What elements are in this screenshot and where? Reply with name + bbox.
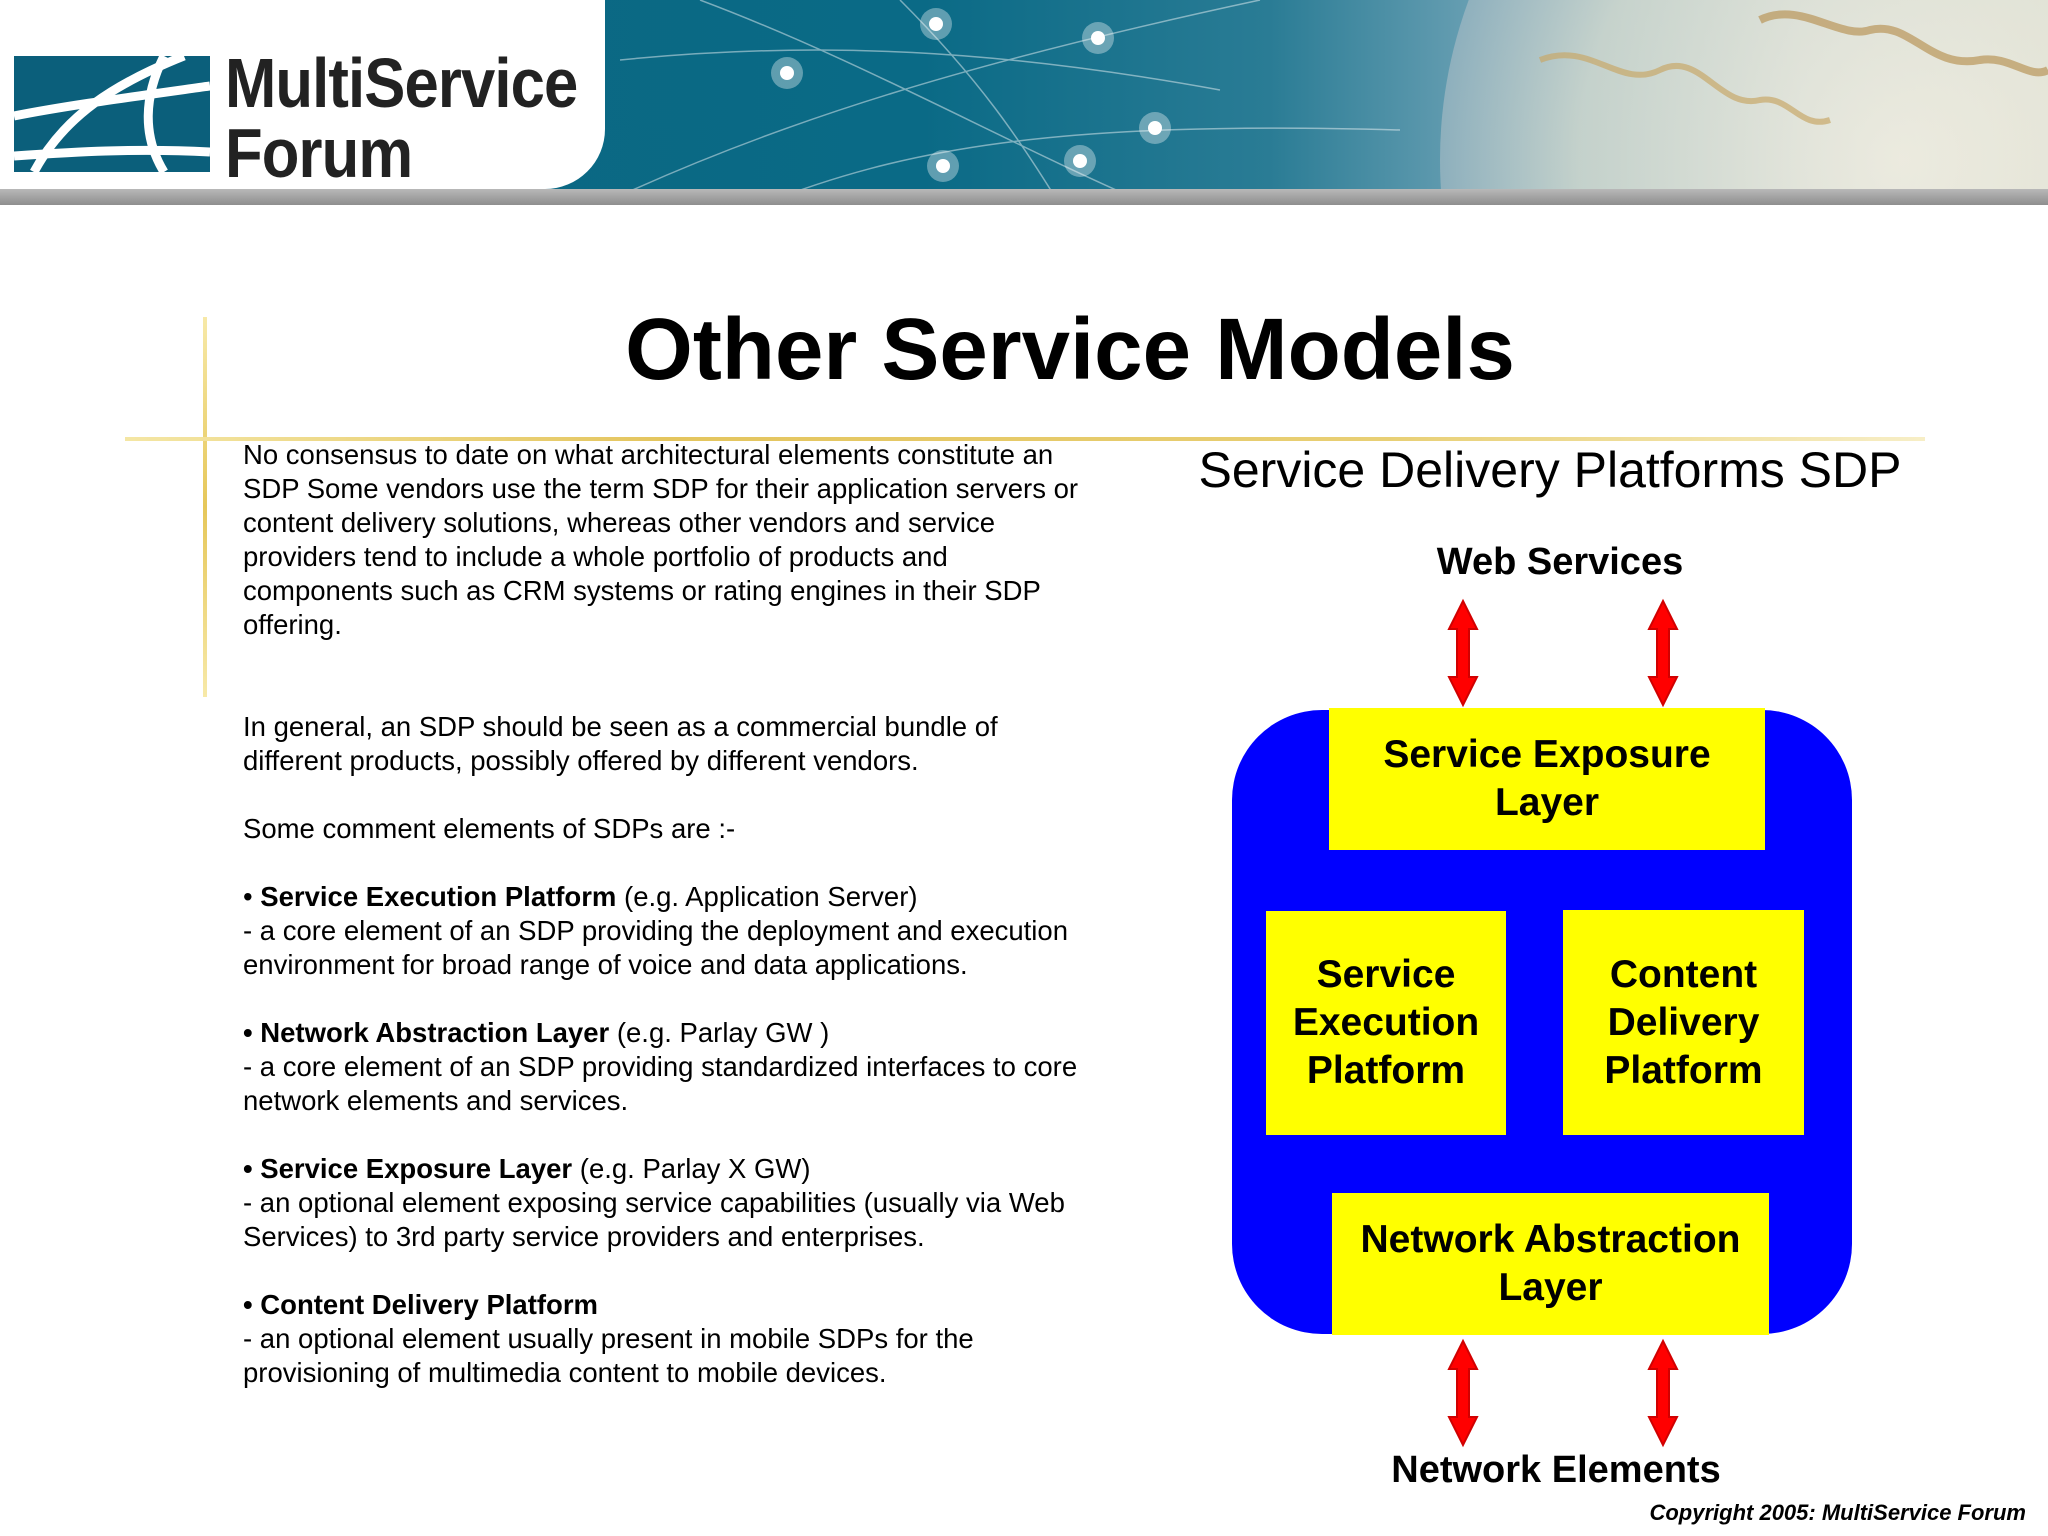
bullet: •: [243, 1289, 253, 1320]
general-paragraph: In general, an SDP should be seen as a c…: [243, 711, 998, 776]
decorative-vertical-rule: [203, 317, 207, 697]
item-name: Service Execution Platform: [260, 881, 617, 912]
body-text: No consensus to date on what architectur…: [243, 438, 1093, 1390]
item-example: (e.g. Parlay X GW): [572, 1153, 811, 1184]
web-services-label: Web Services: [1436, 541, 1684, 583]
banner-divider: [0, 189, 2048, 205]
item-description: - a core element of an SDP providing sta…: [243, 1051, 1078, 1116]
slide-title: Other Service Models: [625, 301, 1515, 398]
item-example: (e.g. Application Server): [616, 881, 918, 912]
multiservice-forum-logo-icon: [14, 56, 210, 172]
bullet: •: [243, 881, 253, 912]
item-example: (e.g. Parlay GW ): [609, 1017, 830, 1048]
diagram-heading: Service Delivery Platforms SDP: [1198, 442, 1902, 498]
list-item: • Network Abstraction Layer (e.g. Parlay…: [243, 1016, 1093, 1118]
item-name: Service Exposure Layer: [260, 1153, 573, 1184]
double-arrow-icon: [1648, 1340, 1678, 1446]
logo-panel: MultiService Forum: [0, 0, 605, 189]
logo-line-2: Forum: [225, 114, 413, 192]
list-item: • Service Exposure Layer (e.g. Parlay X …: [243, 1152, 1093, 1254]
list-item: • Service Execution Platform (e.g. Appli…: [243, 880, 1093, 982]
network-abstraction-layer-box: Network Abstraction Layer: [1332, 1193, 1769, 1335]
bullet: •: [243, 1017, 253, 1048]
logo-wordmark: MultiService Forum: [225, 44, 578, 192]
item-description: - an optional element exposing service c…: [243, 1187, 1065, 1252]
content-delivery-platform-box: Content Delivery Platform: [1563, 910, 1804, 1135]
globe-network-graphic: [599, 0, 2048, 205]
elements-intro: Some comment elements of SDPs are :-: [243, 813, 736, 844]
double-arrow-icon: [1448, 1340, 1478, 1446]
box-label: Service Exposure Layer: [1383, 733, 1711, 824]
service-exposure-layer-box: Service Exposure Layer: [1329, 708, 1765, 850]
network-elements-label: Network Elements: [1391, 1449, 1721, 1491]
service-execution-platform-box: Service Execution Platform: [1266, 911, 1506, 1135]
item-description: - an optional element usually present in…: [243, 1323, 974, 1388]
header-banner: MultiService Forum: [0, 0, 2048, 205]
box-label: Network Abstraction Layer: [1360, 1218, 1741, 1309]
item-name: Content Delivery Platform: [260, 1289, 598, 1320]
logo-line-1: MultiService: [225, 44, 578, 122]
box-label: Service Execution Platform: [1292, 953, 1480, 1092]
double-arrow-icon: [1448, 600, 1478, 706]
bullet: •: [243, 1153, 253, 1184]
copyright-notice: Copyright 2005: MultiService Forum: [1649, 1500, 2026, 1525]
item-description: - a core element of an SDP providing the…: [243, 915, 1068, 980]
list-item: • Content Delivery Platform - an optiona…: [243, 1288, 1093, 1390]
double-arrow-icon: [1648, 600, 1678, 706]
intro-paragraph: No consensus to date on what architectur…: [243, 439, 1079, 640]
item-name: Network Abstraction Layer: [260, 1017, 610, 1048]
box-label: Content Delivery Platform: [1604, 952, 1763, 1092]
decorative-horizontal-rule: [125, 437, 1925, 441]
